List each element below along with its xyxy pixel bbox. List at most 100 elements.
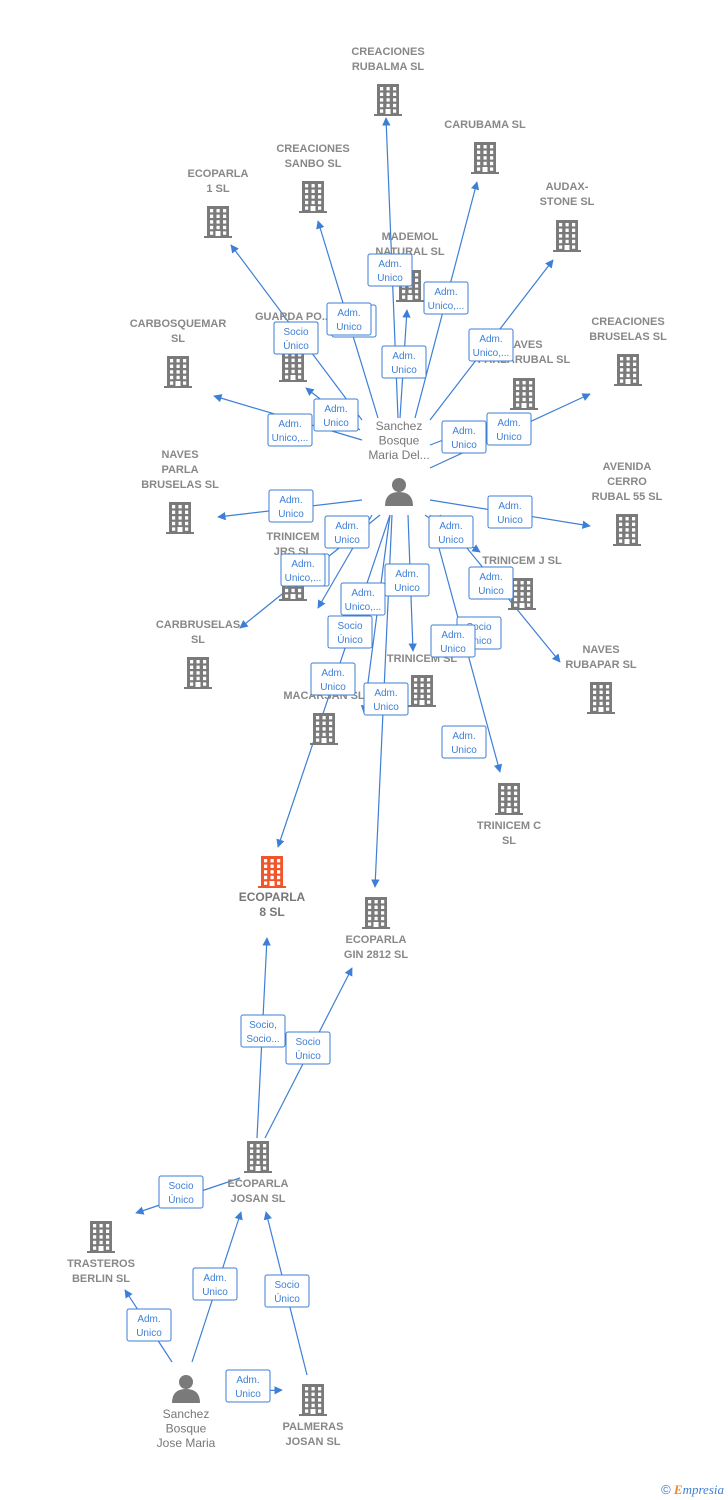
edge-label-sanchez_maria-to-carubama: Adm.Unico,... (423, 281, 469, 315)
edge-label-line: Adm. (236, 1375, 259, 1386)
node-creaciones_bruselas[interactable]: CREACIONES BRUSELAS SL (589, 316, 667, 386)
edge-label-line: Único (168, 1193, 194, 1206)
node-guarda[interactable]: GUARDA PO... (255, 311, 331, 382)
edge-label-line: Unico (451, 440, 477, 451)
node-label-line: CREACIONES (351, 46, 424, 58)
node-label-line: PARLA (161, 464, 198, 476)
edge-label-line: Único (274, 1292, 300, 1305)
node-audax[interactable]: AUDAX-STONE SL (540, 181, 595, 252)
brand-logo-letter: E (673, 1482, 683, 1497)
edge-label-sanchez_maria-to-mademol: Adm.Unico (381, 345, 427, 379)
edge-label-sanchez_maria-to-ecoparla8: Adm. Unico (310, 662, 356, 696)
edge-label-line: Único (295, 1049, 321, 1062)
edge-label-line: Único (283, 339, 309, 352)
edge-label-line: Único (337, 633, 363, 646)
edge-label-sanchez_maria-to-macarsan: Adm. Unico,... (340, 582, 386, 616)
edge-label-line: Unico (320, 682, 346, 693)
node-label-line: GUARDA PO... (255, 311, 331, 323)
edge-label-line: Adm. (279, 495, 302, 506)
edge-label-line: Socio (337, 621, 362, 632)
building-icon (587, 682, 615, 714)
node-label-line: NAVES (582, 644, 619, 656)
edge-label-line: Unico (323, 418, 349, 429)
node-label-line: 1 SL (206, 183, 230, 195)
node-label-line: GIN 2812 SL (344, 949, 408, 961)
building-icon (408, 675, 436, 707)
edge-label-line: Adm. (452, 426, 475, 437)
node-macarsan[interactable]: MACARSAN SL (283, 690, 365, 745)
node-carubama[interactable]: CARUBAMA SL (444, 119, 526, 174)
building-icon (471, 142, 499, 174)
node-label-line: BERLIN SL (72, 1273, 130, 1285)
node-label-line: Sanchez (376, 419, 423, 433)
node-label-line: RUBAL 55 SL (592, 491, 663, 503)
node-label-line: Bosque (166, 1422, 207, 1436)
building-icon (553, 220, 581, 252)
edge-label-line: Unico (235, 1389, 261, 1400)
node-label-line: Jose Maria (157, 1436, 216, 1450)
edge-label-sanchez_maria-to-trinicem_jrs: Adm.Unico (324, 515, 370, 549)
node-label-line: RUBAPAR SL (565, 659, 637, 671)
building-icon (279, 350, 307, 382)
edge-label-sanchez_maria-to-guarda: Adm.Unico (313, 398, 359, 432)
node-label-line: Sanchez (163, 1407, 210, 1421)
person-icon (172, 1375, 200, 1403)
edge-label-line: Adm. (351, 588, 374, 599)
edge-label-line: Unico,... (285, 573, 322, 584)
edge-labels-layer: Adm.UnicoAdm.Unico,...SocioÚnicoAdm.Unic… (126, 253, 533, 1403)
edge-label-line: Unico (440, 644, 466, 655)
edge-label-line: Adm. (321, 668, 344, 679)
node-label-line: CARBRUSELAS (156, 619, 240, 631)
edge-label-line: Unico (438, 535, 464, 546)
edge-label-line: Adm. (497, 418, 520, 429)
building-icon (184, 657, 212, 689)
edge-label-sanchez_maria-to-audax: Adm.Unico,... (468, 328, 514, 362)
node-trinicem_j[interactable]: TRINICEM J SL (482, 555, 562, 610)
node-label-line: 8 SL (259, 905, 284, 919)
node-label-line: BRUSELAS SL (589, 331, 667, 343)
edge-label-line: Socio (283, 327, 308, 338)
edge-label-line: Socio (295, 1037, 320, 1048)
edge-label-line: Unico (336, 322, 362, 333)
edge-label-sanchez_maria-to-naves_rubapar: Adm.Unico (468, 566, 514, 600)
edge-label-extra: Adm.Unico (441, 725, 487, 759)
footer-brand: © Empresia (661, 1482, 724, 1498)
node-label-line: CARBOSQUEMAR (130, 318, 227, 330)
edge-label-line: Unico (278, 509, 304, 520)
building-icon (299, 181, 327, 213)
building-icon (87, 1221, 115, 1253)
edge-label-line: Adm. (378, 259, 401, 270)
edge-label-line: Unico (394, 583, 420, 594)
node-trinicem_c[interactable]: TRINICEM CSL (477, 783, 541, 847)
node-label-line: STONE SL (540, 196, 595, 208)
node-label-line: CREACIONES (591, 316, 664, 328)
edge-label-sanchez_maria-to-naves_parlarubal: Adm.Unico (486, 412, 532, 446)
edge-label-line: Unico,... (272, 433, 309, 444)
node-naves_rubapar[interactable]: NAVES RUBAPAR SL (565, 644, 637, 714)
edge-label-line: Adm. (278, 419, 301, 430)
building-icon (495, 783, 523, 815)
edge-label-line: Unico,... (345, 602, 382, 613)
node-label-line: PALMERAS (283, 1421, 344, 1433)
edge-label-sanchez_maria-to-creaciones_bruselas: Adm. Unico (441, 420, 487, 454)
edge-label-extra: Adm.Unico (430, 624, 476, 658)
node-label-line: MADEMOL (382, 231, 439, 243)
edge-label-line: Adm. (291, 559, 314, 570)
